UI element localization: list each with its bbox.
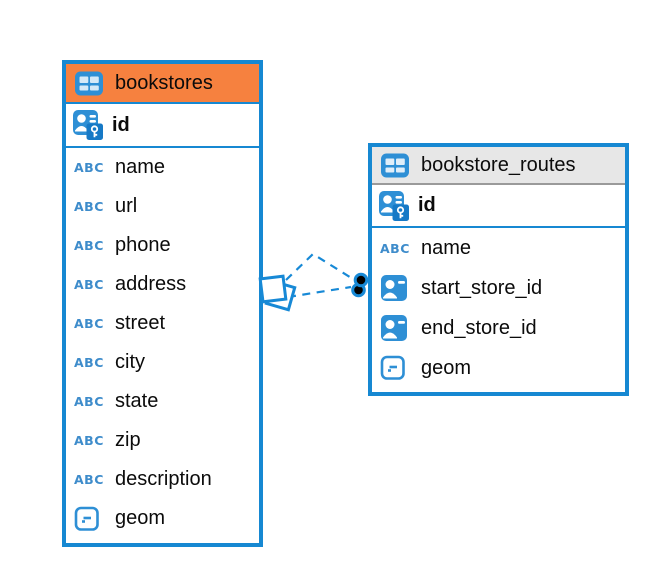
text-type-icon: ABC xyxy=(74,433,104,448)
column-row[interactable]: geom xyxy=(66,499,259,538)
column-row-id[interactable]: id xyxy=(372,185,625,228)
entity-bookstore-routes[interactable]: bookstore_routes id ABC name xyxy=(368,143,629,396)
column-row[interactable]: ABC name xyxy=(372,228,625,268)
entity-title: bookstores xyxy=(115,71,213,94)
column-row[interactable]: ABC phone xyxy=(66,226,259,265)
table-icon xyxy=(380,153,412,178)
entity-bookstores[interactable]: bookstores id ABC name A xyxy=(62,60,263,547)
primary-key-icon xyxy=(378,190,410,222)
text-type-icon: ABC xyxy=(74,394,104,409)
column-row[interactable]: end_store_id xyxy=(372,308,625,348)
column-row[interactable]: ABC zip xyxy=(66,421,259,460)
relation-target-marker[interactable] xyxy=(351,272,369,298)
text-type-icon: ABC xyxy=(74,238,104,253)
text-type-icon: ABC xyxy=(74,199,104,214)
relation-line[interactable] xyxy=(285,252,354,281)
column-name: phone xyxy=(115,234,171,256)
column-name: name xyxy=(115,156,166,178)
table-icon xyxy=(74,71,106,96)
column-name: end_store_id xyxy=(421,316,537,339)
column-name: geom xyxy=(115,507,166,529)
column-row-id[interactable]: id xyxy=(66,104,259,148)
column-row[interactable]: ABC address xyxy=(66,265,259,304)
text-type-icon: ABC xyxy=(74,472,104,487)
primary-key-icon xyxy=(72,109,104,141)
column-name: address xyxy=(115,273,187,295)
column-row[interactable]: ABC name xyxy=(66,148,259,187)
text-type-icon: ABC xyxy=(74,160,104,175)
column-row[interactable]: ABC description xyxy=(66,460,259,499)
relation-line[interactable] xyxy=(287,285,352,299)
column-name: id xyxy=(112,113,130,136)
geometry-type-icon xyxy=(74,506,106,532)
column-row[interactable]: ABC city xyxy=(66,343,259,382)
entity-bookstores-header[interactable]: bookstores xyxy=(66,64,259,104)
foreign-key-icon xyxy=(380,314,412,342)
entity-title: bookstore_routes xyxy=(421,153,576,176)
column-name: state xyxy=(115,390,159,412)
geometry-type-icon xyxy=(380,355,412,381)
column-row[interactable]: start_store_id xyxy=(372,268,625,308)
text-type-icon: ABC xyxy=(74,277,104,292)
column-row[interactable]: ABC state xyxy=(66,382,259,421)
column-name: url xyxy=(115,195,138,217)
column-row[interactable]: ABC street xyxy=(66,304,259,343)
column-name: id xyxy=(418,194,436,216)
column-name: name xyxy=(421,236,472,259)
column-row[interactable]: geom xyxy=(372,348,625,388)
column-name: start_store_id xyxy=(421,276,543,299)
column-name: geom xyxy=(421,356,472,379)
column-name: city xyxy=(115,351,145,373)
column-name: description xyxy=(115,468,212,490)
text-type-icon: ABC xyxy=(380,240,410,256)
text-type-icon: ABC xyxy=(74,355,104,370)
column-row[interactable]: ABC url xyxy=(66,187,259,226)
column-name: street xyxy=(115,312,166,334)
entity-bookstore-routes-header[interactable]: bookstore_routes xyxy=(372,147,625,185)
column-name: zip xyxy=(115,429,141,451)
text-type-icon: ABC xyxy=(74,316,104,331)
relation-source-marker[interactable] xyxy=(258,274,297,312)
foreign-key-icon xyxy=(380,274,412,302)
